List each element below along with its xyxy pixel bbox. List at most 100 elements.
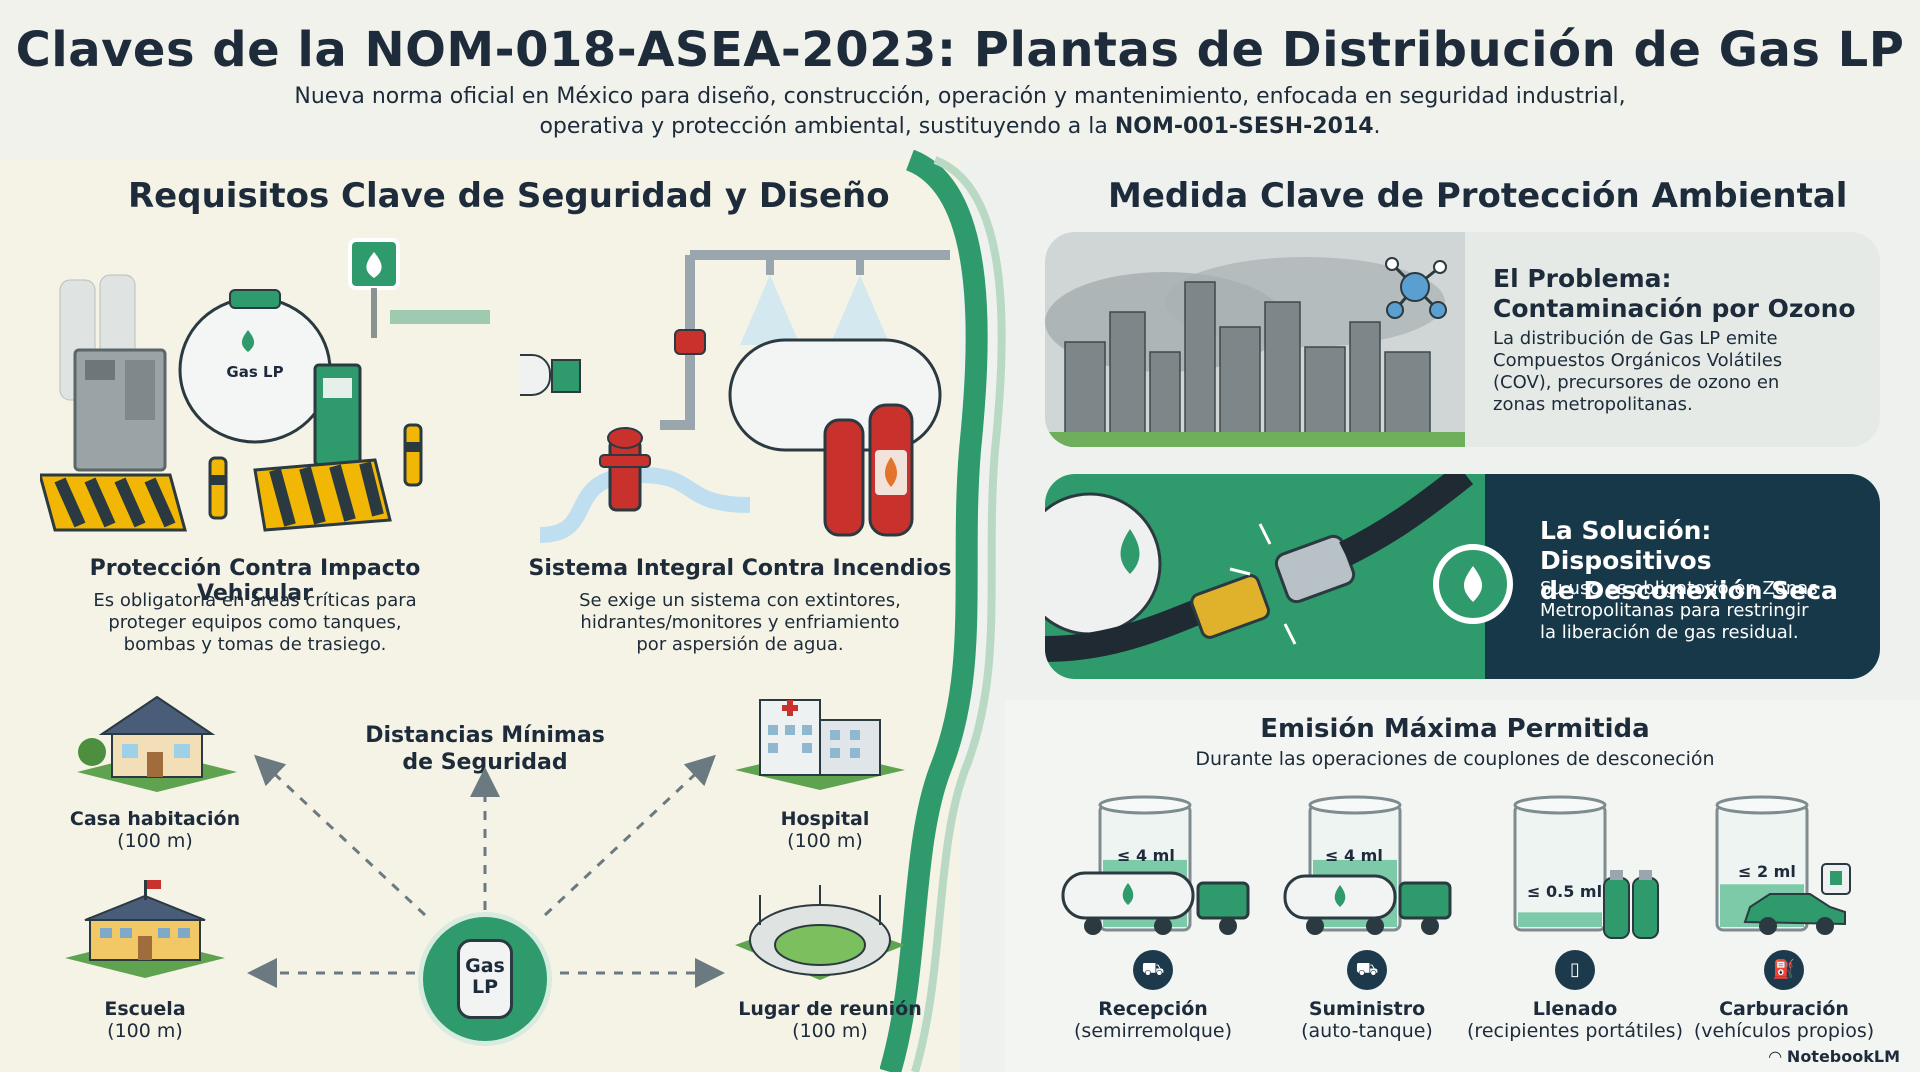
beaker-llenado-fill <box>1518 912 1602 927</box>
problem-heading: El Problema: Contaminación por Ozono <box>1493 264 1856 324</box>
left-section-title: Requisitos Clave de Seguridad y Diseño <box>128 176 890 216</box>
brand-logo-icon: ◠ <box>1769 1047 1787 1066</box>
stadium-icon <box>735 885 905 980</box>
tank-label: Gas LP <box>226 363 283 381</box>
fire-system-illustration <box>520 250 950 543</box>
limit-carburacion: ≤ 2 ml <box>1738 862 1796 881</box>
solution-body-line2: Metropolitanas para restringir <box>1540 600 1809 621</box>
impact-desc-line3: bombas y tomas de trasiego. <box>123 634 387 655</box>
place-venue-name: Lugar de reunión <box>738 998 922 1020</box>
hospital-icon <box>735 699 905 790</box>
subtitle-line2-bold: NOM-001-SESH-2014 <box>1114 114 1374 139</box>
op-suministro-detail: (auto-tanque) <box>1301 1020 1433 1042</box>
beaker-llenado <box>1510 790 1610 940</box>
solution-card: La Solución: Dispositivos de Desconexión… <box>1045 474 1880 679</box>
op-llenado-name: Llenado <box>1532 998 1618 1020</box>
op-llenado-detail: (recipientes portátiles) <box>1467 1020 1683 1042</box>
place-house-distance: (100 m) <box>117 830 193 852</box>
op-carburacion-detail: (vehículos propios) <box>1693 1020 1875 1042</box>
gas-cylinder-icon: Gas LP <box>457 939 513 1019</box>
ozone-molecule-icon <box>1385 257 1447 319</box>
gas-cylinder-badge: Gas LP <box>418 912 552 1046</box>
brand-name: NotebookLM <box>1786 1047 1900 1066</box>
fire-desc-line2: hidrantes/monitores y enfriamiento <box>580 612 900 633</box>
header: Claves de la NOM-018-ASEA-2023: Plantas … <box>0 0 1920 160</box>
op-recepcion-label: Recepción (semirremolque) <box>1043 998 1263 1042</box>
problem-body-line4: zonas metropolitanas. <box>1493 394 1693 415</box>
solution-heading-line1: La Solución: Dispositivos <box>1540 516 1712 575</box>
place-hospital-name: Hospital <box>780 808 870 830</box>
place-school-label: Escuela (100 m) <box>45 998 245 1042</box>
place-venue-label: Lugar de reunión (100 m) <box>720 998 940 1042</box>
right-section-title: Medida Clave de Protección Ambiental <box>1108 176 1848 216</box>
limit-llenado: ≤ 0.5 ml <box>1527 882 1603 901</box>
problem-heading-line2: Contaminación por Ozono <box>1493 294 1856 323</box>
place-house-name: Casa habitación <box>69 808 241 830</box>
limit-suministro: ≤ 4 ml <box>1325 846 1383 865</box>
section-divider-curve <box>880 150 1006 1072</box>
distances-title-line1: Distancias Mínimas <box>365 723 605 748</box>
dry-disconnect-coupling-illustration <box>1045 474 1474 662</box>
car-icon <box>1743 863 1851 935</box>
polluted-city-illustration <box>1045 232 1465 447</box>
subtitle-line2-prefix: operativa y protección ambiental, sustit… <box>539 114 1115 139</box>
problem-body-line3: (COV), precursores de ozono en <box>1493 372 1780 393</box>
place-school-name: Escuela <box>104 998 186 1020</box>
fuel-pump-icon: ⛽ <box>1764 950 1804 990</box>
drop-shape <box>1463 566 1483 602</box>
op-llenado-label: Llenado (recipientes portátiles) <box>1465 998 1685 1042</box>
beaker-llenado-glass <box>1513 795 1607 932</box>
tanker-truck-icon <box>1283 874 1452 935</box>
drop-icon <box>1433 544 1513 624</box>
place-venue-distance: (100 m) <box>792 1020 868 1042</box>
op-carburacion-label: Carburación (vehículos propios) <box>1674 998 1894 1042</box>
problem-heading-line1: El Problema: <box>1493 264 1672 293</box>
portable-cylinders-icon <box>1603 870 1659 939</box>
op-carburacion-name: Carburación <box>1719 998 1849 1020</box>
fire-desc-line1: Se exige un sistema con extintores, <box>579 590 901 611</box>
solution-dark-panel <box>1485 474 1880 679</box>
place-school-distance: (100 m) <box>107 1020 183 1042</box>
school-icon <box>65 880 225 978</box>
op-recepcion-name: Recepción <box>1098 998 1208 1020</box>
impact-description: Es obligatoria en áreas críticas para pr… <box>30 590 480 656</box>
distance-arrows <box>247 754 725 988</box>
truck-icon: ⛟ <box>1133 950 1173 990</box>
emission-title: Emisión Máxima Permitida <box>1260 714 1650 744</box>
distances-title: Distancias Mínimas de Seguridad <box>340 722 630 776</box>
cylinder-icon: ▯ <box>1555 950 1595 990</box>
problem-card: El Problema: Contaminación por Ozono La … <box>1045 232 1880 447</box>
op-suministro-label: Suministro (auto-tanque) <box>1257 998 1477 1042</box>
fire-title: Sistema Integral Contra Incendios <box>528 556 952 581</box>
problem-body-line1: La distribución de Gas LP emite <box>1493 328 1778 349</box>
solution-body-line1: Su uso es obligatorio en Zonas <box>1540 578 1818 599</box>
emission-subtitle: Durante las operaciones de couplones de … <box>1195 748 1715 770</box>
solution-body-line3: la liberación de gas residual. <box>1540 622 1799 643</box>
op-suministro-name: Suministro <box>1308 998 1426 1020</box>
impact-title: Protección Contra Impacto Vehicular <box>89 556 421 606</box>
semitrailer-icon <box>1061 871 1250 935</box>
fire-description: Se exige un sistema con extintores, hidr… <box>520 590 960 656</box>
solution-heading: La Solución: Dispositivos de Desconexión… <box>1540 516 1880 606</box>
problem-body-line2: Compuestos Orgánicos Volátiles <box>1493 350 1783 371</box>
place-house-label: Casa habitación (100 m) <box>55 808 255 852</box>
problem-body: La distribución de Gas LP emite Compuest… <box>1493 328 1782 416</box>
impact-desc-line2: proteger equipos como tanques, <box>108 612 402 633</box>
gas-cylinder-label-line2: LP <box>471 976 499 998</box>
place-hospital-distance: (100 m) <box>787 830 863 852</box>
truck-icon: ⛟ <box>1347 950 1387 990</box>
place-hospital-label: Hospital (100 m) <box>720 808 930 852</box>
limit-recepcion: ≤ 4 ml <box>1117 846 1175 865</box>
solution-heading-line2: de Desconexión Seca <box>1540 576 1838 605</box>
brand-mark: ◠ NotebookLM <box>1769 1047 1900 1066</box>
fire-desc-line3: por aspersión de agua. <box>636 634 844 655</box>
subtitle-line2-suffix: . <box>1373 114 1381 139</box>
subtitle-line1: Nueva norma oficial en México para diseñ… <box>294 84 1626 109</box>
impact-desc-line1: Es obligatoria en áreas críticas para <box>93 590 417 611</box>
solution-body: Su uso es obligatorio en Zonas Metropoli… <box>1540 578 1818 644</box>
vehicular-protection-illustration: Gas LP <box>40 238 490 532</box>
gas-cylinder-label-line1: Gas <box>465 955 505 977</box>
house-icon <box>77 695 237 792</box>
op-recepcion-detail: (semirremolque) <box>1074 1020 1232 1042</box>
